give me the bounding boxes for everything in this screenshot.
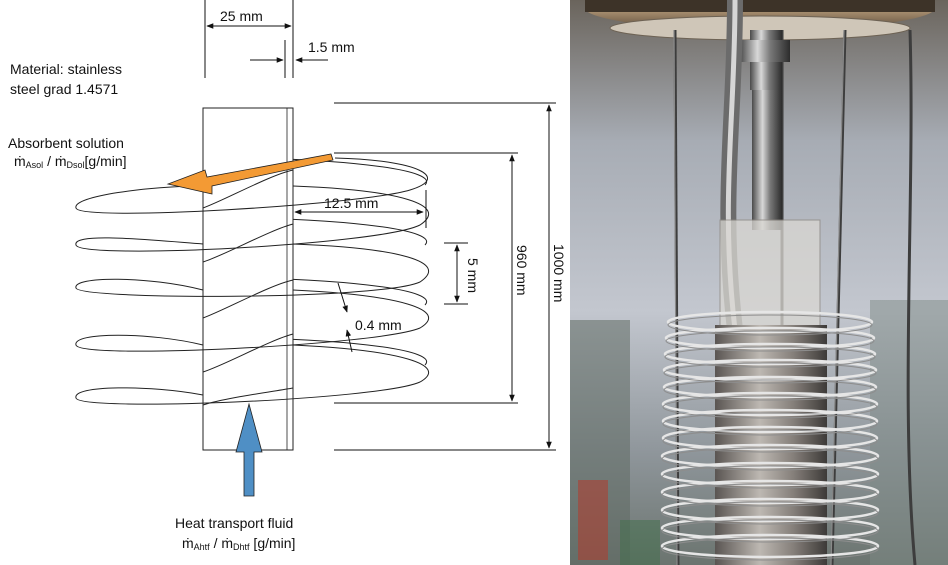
dim-tube-diameter (204, 0, 294, 78)
heat-transport-flow-arrow (235, 402, 263, 497)
label-fin-pitch: 5 mm (465, 258, 481, 293)
label-fin-thickness: 0.4 mm (355, 317, 402, 333)
outlet-formula: ṁAhtf / ṁDhtf [g/min] (182, 535, 295, 552)
helical-fins (75, 157, 429, 406)
outlet-label: Heat transport fluid (175, 515, 293, 531)
dim-fin-thickness (337, 282, 353, 353)
label-wall-thickness: 1.5 mm (308, 39, 355, 55)
label-total-length: 1000 mm (551, 244, 567, 302)
inlet-label: Absorbent solution (8, 135, 124, 151)
dim-wall-thickness (250, 40, 328, 78)
test-rig-photo (570, 0, 948, 565)
label-tube-diameter: 25 mm (220, 8, 263, 24)
schematic-diagram: 25 mm 1.5 mm Material: stainless steel g… (8, 0, 567, 552)
label-fin-width: 12.5 mm (324, 195, 378, 211)
photo-fins (660, 310, 880, 559)
dim-finned-length (334, 152, 518, 404)
label-finned-length: 960 mm (514, 245, 530, 296)
dim-total-length (334, 102, 556, 451)
absorbent-flow-arrow (166, 153, 334, 195)
material-line-1: Material: stainless (10, 61, 122, 77)
inlet-formula: ṁAsol / ṁDsol[g/min] (14, 153, 127, 170)
material-line-2: steel grad 1.4571 (10, 81, 118, 97)
dim-fin-width (294, 190, 427, 228)
tube-outline (202, 107, 294, 451)
dim-fin-pitch (444, 242, 468, 305)
